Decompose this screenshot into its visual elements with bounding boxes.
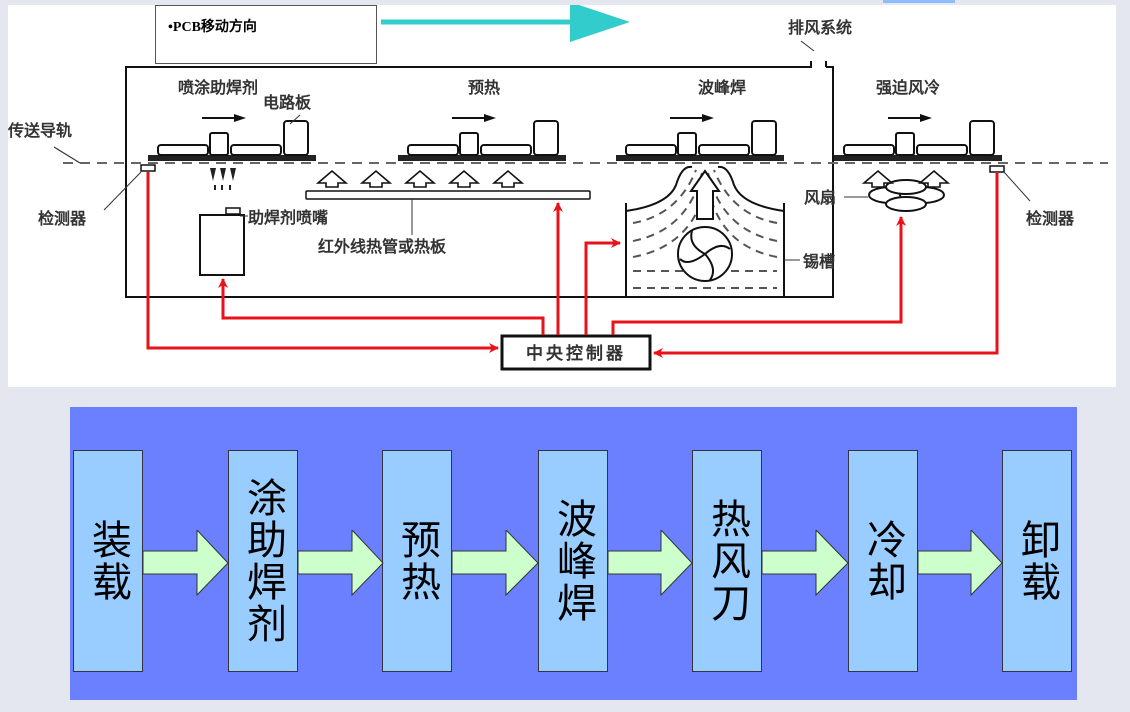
airflow-arrow-icon [861, 169, 895, 188]
circuit-boards [148, 114, 1002, 161]
flow-step-preheat: 预热 [382, 450, 452, 672]
flow-step-label: 卸载 [1014, 519, 1060, 603]
ir-heater-label: 红外线热管或热板 [318, 237, 447, 256]
zone-label-preheat: 预热 [468, 78, 500, 97]
circuit-board-label: 电路板 [263, 93, 312, 112]
zone-label-flux-spray: 喷涂助焊剂 [178, 78, 258, 97]
ir-heater-plate [305, 190, 591, 200]
flow-arrow-icon [762, 530, 849, 596]
pcb-board-icon [616, 114, 784, 161]
detector-right-icon [989, 165, 1005, 173]
flow-arrow-icon [143, 530, 229, 596]
solder-tank [625, 165, 785, 297]
flow-step-label: 装载 [85, 519, 131, 603]
flux-nozzle-label: 助焊剂喷嘴 [248, 208, 328, 227]
wave-soldering-machine-diagram: 排风系统 喷涂助焊剂 预热 波峰焊 强迫风冷 传送导轨 电路板 检测器 检测器 [8, 5, 1116, 387]
pcb-direction-arrow [381, 5, 630, 42]
flow-step-cooling: 冷却 [848, 450, 918, 672]
heat-arrow-icon [491, 169, 525, 188]
pcb-direction-label: •PCB移动方向 [168, 20, 257, 35]
zone-label-wave-solder: 波峰焊 [698, 78, 746, 97]
pcb-direction-box: •PCB移动方向 [155, 5, 377, 64]
solder-tank-label: 锡槽 [803, 252, 835, 271]
cooling-fan-icon [868, 179, 945, 212]
central-controller-label: 中央控制器 [526, 343, 626, 364]
flow-step-label: 热风刀 [704, 498, 750, 624]
pcb-board-icon [834, 114, 1002, 161]
flow-step-label: 冷却 [860, 519, 906, 603]
heat-arrow-icon [447, 169, 481, 188]
flow-step-hot-air-knife: 热风刀 [692, 450, 762, 672]
heat-arrow-icon [359, 169, 393, 188]
detector-left-icon [140, 164, 156, 172]
exhaust-system-label: 排风系统 [788, 18, 852, 37]
flow-step-flux: 涂助焊剂 [228, 450, 298, 672]
airflow-arrow-icon [917, 169, 951, 188]
detector-left-leader [103, 171, 142, 211]
flow-step-wave-solder: 波峰焊 [538, 450, 608, 672]
rail-leader-line [53, 146, 81, 164]
flow-step-unloading: 卸载 [1002, 450, 1072, 672]
heat-arrow-icon [315, 169, 349, 188]
flux-canister-icon [199, 214, 245, 276]
control-signal-lines [146, 172, 999, 358]
detector-left-label: 检测器 [38, 209, 87, 228]
top-accent-bar [883, 0, 955, 3]
flux-spray-icon [210, 168, 236, 190]
flow-step-label: 涂助焊剂 [240, 477, 286, 645]
fan-label: 风扇 [804, 188, 836, 207]
detector-right-label: 检测器 [1026, 209, 1075, 228]
zone-label-forced-air-cooling: 强迫风冷 [876, 78, 940, 97]
heat-arrows [315, 169, 525, 188]
circuit-board-leader [289, 114, 301, 125]
central-controller-box [500, 334, 652, 371]
solder-pump-icon [677, 226, 733, 282]
pcb-board-icon [398, 114, 566, 161]
flow-arrow-icon [298, 530, 384, 596]
heat-arrow-icon [403, 169, 437, 188]
detector-right-leader [1003, 171, 1031, 202]
flux-nozzle-icon [225, 207, 241, 215]
flow-arrow-icon [452, 530, 539, 596]
fan-airflow-arrows [861, 169, 951, 188]
machine-schematic: 排风系统 喷涂助焊剂 预热 波峰焊 强迫风冷 传送导轨 电路板 检测器 检测器 [8, 5, 1108, 371]
pcb-board-icon [148, 114, 316, 161]
flow-arrow-icon [608, 530, 693, 596]
flow-step-label: 波峰焊 [550, 498, 596, 624]
machine-enclosure [125, 61, 834, 298]
flow-arrow-icon [918, 530, 1003, 596]
exhaust-leader-line [800, 40, 815, 52]
process-flow-panel: 装载 涂助焊剂 预热 波峰焊 热风刀 冷却 卸载 [70, 407, 1077, 700]
flow-step-label: 预热 [394, 519, 440, 603]
conveyor-rail-label: 传送导轨 [8, 121, 72, 140]
flow-step-loading: 装载 [73, 450, 143, 672]
